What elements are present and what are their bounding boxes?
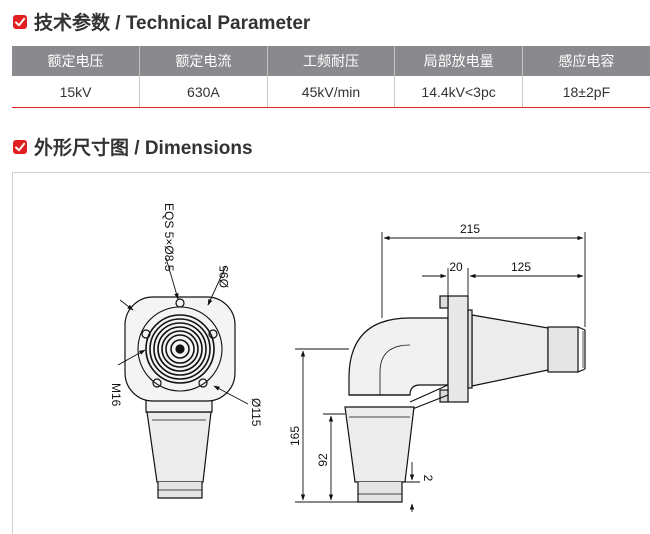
label-20: 20	[449, 260, 463, 274]
table-row: 15kV 630A 45kV/min 14.4kV<3pc 18±2pF	[12, 76, 650, 108]
side-elbow	[348, 317, 449, 396]
side-bolt	[439, 295, 449, 309]
technical-parameter-heading: 技术参数 / Technical Parameter	[12, 8, 310, 35]
front-view	[124, 296, 236, 499]
dimension-drawing-frame	[12, 172, 650, 534]
dimensions-heading: 外形尺寸图 / Dimensions	[12, 133, 253, 160]
header-rated-current: 额定电流	[139, 46, 268, 76]
side-cone	[344, 406, 415, 483]
spec-table: 额定电压 额定电流 工频耐压 局部放电量 感应电容 15kV 630A 45kV…	[12, 46, 650, 108]
side-bushing-tip	[547, 326, 579, 373]
label-92: 92	[316, 453, 330, 467]
front-leaders	[117, 257, 249, 405]
side-view	[344, 295, 586, 503]
label-d95: Ø95	[217, 265, 231, 288]
cell-power-frequency-withstand: 45kV/min	[267, 76, 396, 108]
front-cone	[146, 411, 212, 483]
side-bushing	[471, 314, 549, 387]
center-ring	[170, 339, 190, 359]
label-215: 215	[460, 222, 480, 236]
center-contact	[175, 344, 185, 354]
header-induced-capacitance: 感应电容	[522, 46, 650, 76]
side-flange	[447, 295, 469, 403]
bolt-hole	[141, 329, 151, 339]
label-m16: M16	[109, 383, 123, 407]
header-rated-voltage: 额定电压	[12, 46, 141, 76]
bolt-hole	[152, 378, 162, 388]
label-125: 125	[511, 260, 531, 274]
technical-parameter-title: 技术参数 / Technical Parameter	[34, 13, 311, 34]
dimensions-title: 外形尺寸图 / Dimensions	[34, 138, 253, 159]
label-2: 2	[421, 475, 435, 482]
label-eqs-holes: EQS 5×Ø8.5	[162, 203, 176, 272]
bolt-hole	[198, 378, 208, 388]
cell-rated-current: 630A	[139, 76, 268, 108]
cell-partial-discharge: 14.4kV<3pc	[394, 76, 523, 108]
spec-table-header-row: 额定电压 额定电流 工频耐压 局部放电量 感应电容	[12, 46, 650, 76]
ring-2	[145, 314, 215, 384]
header-power-frequency-withstand: 工频耐压	[267, 46, 396, 76]
bolt-hole	[175, 298, 185, 308]
header-partial-discharge: 局部放电量	[394, 46, 523, 76]
label-d115: Ø115	[249, 398, 263, 427]
side-dimension-lines	[295, 232, 586, 512]
side-cap	[357, 482, 403, 503]
label-165: 165	[288, 426, 302, 446]
bolt-hole	[208, 329, 218, 339]
cell-induced-capacitance: 18±2pF	[522, 76, 650, 108]
red-check-badge-icon	[13, 139, 27, 154]
red-check-badge-icon	[13, 14, 27, 29]
cell-rated-voltage: 15kV	[12, 76, 141, 108]
